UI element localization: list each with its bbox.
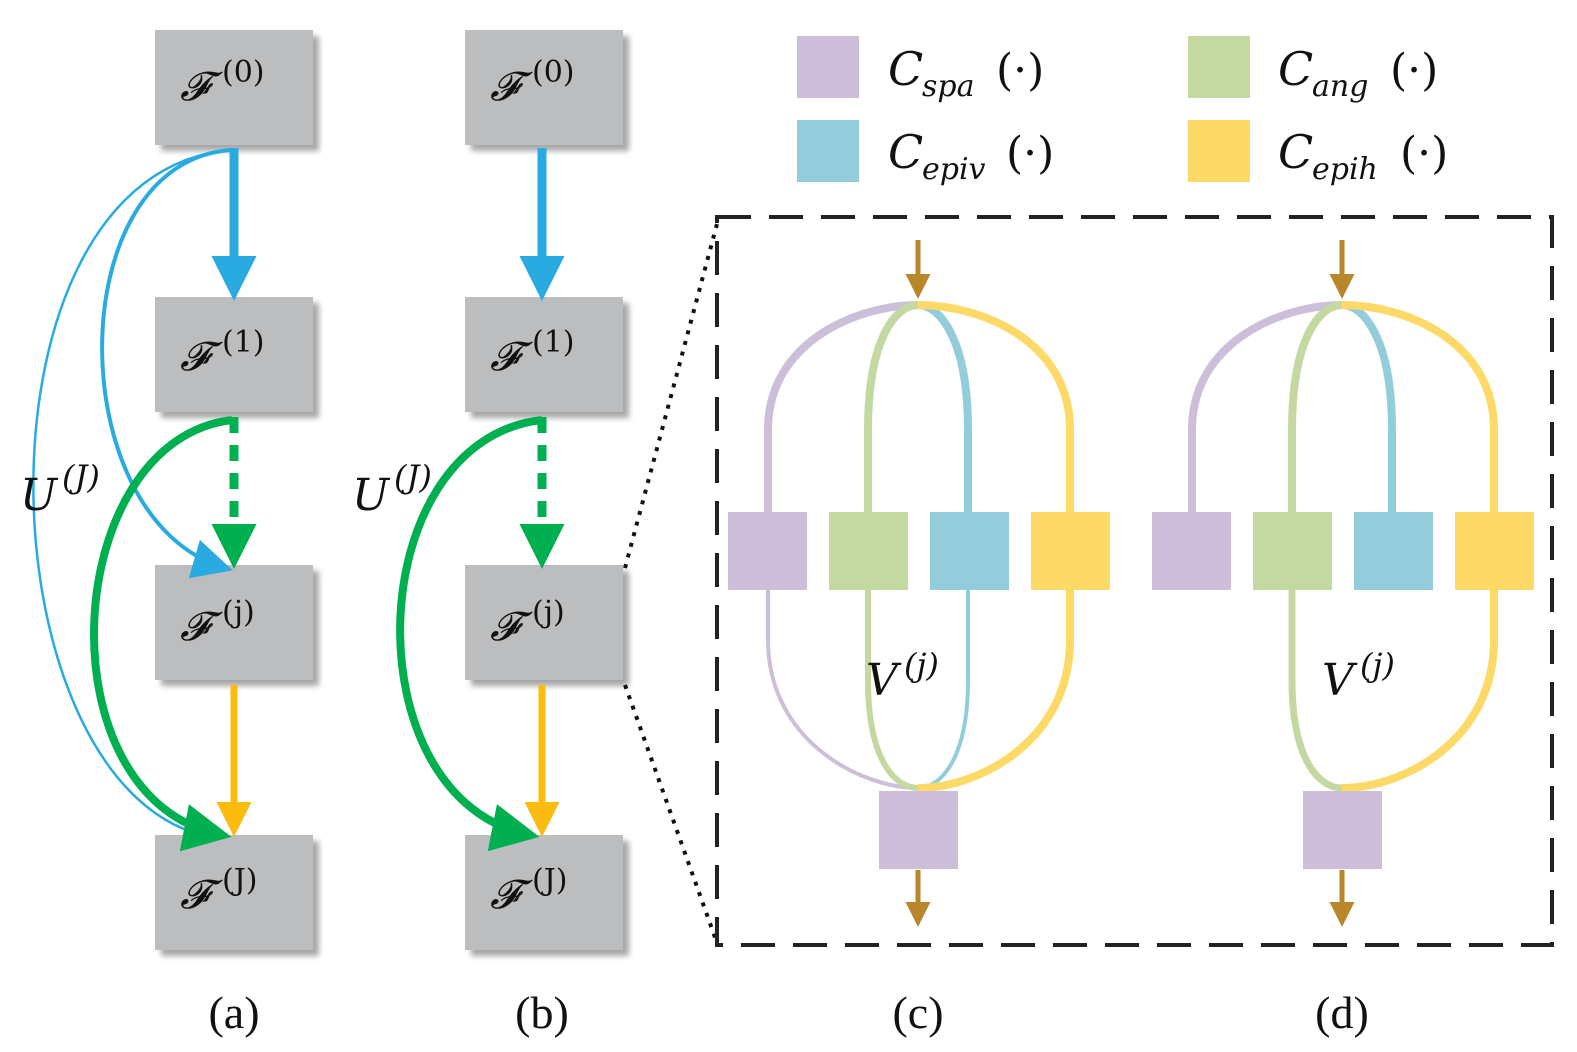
block-epiv bbox=[1354, 512, 1433, 590]
caption-c: (c) bbox=[892, 987, 943, 1038]
block-fuse bbox=[1303, 791, 1382, 869]
panel-d: V (j) bbox=[1152, 240, 1534, 927]
caption-d: (d) bbox=[1315, 987, 1369, 1038]
arc-top-epih bbox=[917, 301, 1074, 512]
legend: C spa (·) C ang (·) C epiv (·) C epih (·… bbox=[797, 36, 1448, 187]
node-superscript: (j) bbox=[532, 595, 565, 630]
svg-text:C: C bbox=[1278, 42, 1313, 96]
arc-bottom-epih bbox=[1341, 590, 1498, 792]
panel-c: V (j) bbox=[728, 240, 1110, 927]
legend-swatch bbox=[1188, 36, 1250, 98]
node-superscript: (1) bbox=[532, 325, 575, 360]
arc-top-epiv bbox=[917, 301, 972, 512]
node-a-fJ: 𝓕 (J) bbox=[155, 835, 313, 950]
svg-text:spa: spa bbox=[922, 69, 975, 104]
svg-text:(j): (j) bbox=[904, 646, 939, 684]
legend-swatch bbox=[797, 120, 859, 182]
legend-swatch bbox=[1188, 120, 1250, 182]
arc-bottom-epiv bbox=[917, 590, 970, 790]
svg-text:V: V bbox=[1322, 655, 1358, 706]
label-d-V: V (j) bbox=[1322, 646, 1395, 706]
svg-text:(·): (·) bbox=[1006, 128, 1054, 179]
svg-text:epiv: epiv bbox=[922, 152, 986, 187]
skip-f0-fj bbox=[100, 148, 233, 579]
zoom-connector-top bbox=[623, 223, 719, 569]
block-epih bbox=[1455, 512, 1534, 590]
node-superscript: (J) bbox=[222, 863, 257, 898]
node-b-f1: 𝓕 (1) bbox=[465, 297, 623, 412]
arc-bottom-spa bbox=[766, 590, 919, 790]
node-a-f1: 𝓕 (1) bbox=[155, 297, 313, 412]
legend-item-spa: C spa (·) bbox=[797, 36, 1044, 104]
label-a-U: U (J) bbox=[20, 458, 100, 521]
block-ang bbox=[1253, 512, 1332, 590]
svg-text:(J): (J) bbox=[394, 458, 432, 496]
label-c-V: V (j) bbox=[866, 646, 939, 706]
svg-text:(·): (·) bbox=[1400, 128, 1448, 179]
svg-text:C: C bbox=[1278, 125, 1313, 179]
block-epiv bbox=[930, 512, 1009, 590]
arc-top-ang bbox=[864, 301, 919, 512]
node-superscript: (j) bbox=[222, 595, 255, 630]
arc-bottom-ang bbox=[865, 590, 919, 791]
block-spa bbox=[728, 512, 807, 590]
arc-top-ang bbox=[1288, 301, 1343, 512]
svg-text:(·): (·) bbox=[1390, 45, 1438, 96]
svg-text:(J): (J) bbox=[62, 458, 100, 496]
node-a-f0: 𝓕 (0) bbox=[155, 30, 313, 145]
svg-text:(·): (·) bbox=[996, 45, 1044, 96]
svg-text:(j): (j) bbox=[1360, 646, 1395, 684]
svg-text:C: C bbox=[888, 42, 923, 96]
skip-f1-fJ bbox=[90, 416, 233, 852]
node-superscript: (J) bbox=[532, 863, 567, 898]
block-spa bbox=[1152, 512, 1231, 590]
legend-item-epih: C epih (·) bbox=[1188, 120, 1448, 187]
caption-b: (b) bbox=[515, 987, 569, 1038]
panel-a: 𝓕 (0) 𝓕 (1) 𝓕 (j) 𝓕 (J) U (J) bbox=[20, 30, 313, 950]
legend-item-ang: C ang (·) bbox=[1188, 36, 1438, 104]
node-superscript: (0) bbox=[222, 55, 265, 90]
arc-top-epiv bbox=[1341, 301, 1396, 512]
skip-f1-fJ bbox=[396, 416, 543, 852]
node-a-fj: 𝓕 (j) bbox=[155, 565, 313, 680]
node-superscript: (0) bbox=[532, 55, 575, 90]
svg-text:ang: ang bbox=[1312, 69, 1368, 104]
svg-text:V: V bbox=[866, 655, 902, 706]
node-b-fJ: 𝓕 (J) bbox=[465, 835, 623, 950]
caption-a: (a) bbox=[208, 987, 259, 1038]
panel-b: 𝓕 (0) 𝓕 (1) 𝓕 (j) 𝓕 (J) U (J) bbox=[352, 30, 623, 950]
label-b-U: U (J) bbox=[352, 458, 432, 521]
svg-text:epih: epih bbox=[1312, 152, 1378, 187]
zoom-connector-bottom bbox=[623, 684, 719, 944]
svg-text:U: U bbox=[352, 470, 391, 521]
svg-text:U: U bbox=[20, 470, 59, 521]
svg-text:C: C bbox=[888, 125, 923, 179]
arc-bottom-ang bbox=[1288, 590, 1343, 792]
node-b-fj: 𝓕 (j) bbox=[465, 565, 623, 680]
block-fuse bbox=[879, 791, 958, 869]
arc-top-epih bbox=[1341, 301, 1498, 512]
node-b-f0: 𝓕 (0) bbox=[465, 30, 623, 145]
arc-top-spa bbox=[764, 301, 919, 512]
arc-top-spa bbox=[1188, 301, 1343, 512]
arc-bottom-epih bbox=[917, 590, 1074, 792]
zoom-box bbox=[715, 215, 1554, 947]
block-epih bbox=[1031, 512, 1110, 590]
skip-f0-fJ bbox=[32, 148, 233, 840]
legend-item-epiv: C epiv (·) bbox=[797, 120, 1054, 187]
node-superscript: (1) bbox=[222, 325, 265, 360]
block-ang bbox=[829, 512, 908, 590]
legend-swatch bbox=[797, 36, 859, 98]
